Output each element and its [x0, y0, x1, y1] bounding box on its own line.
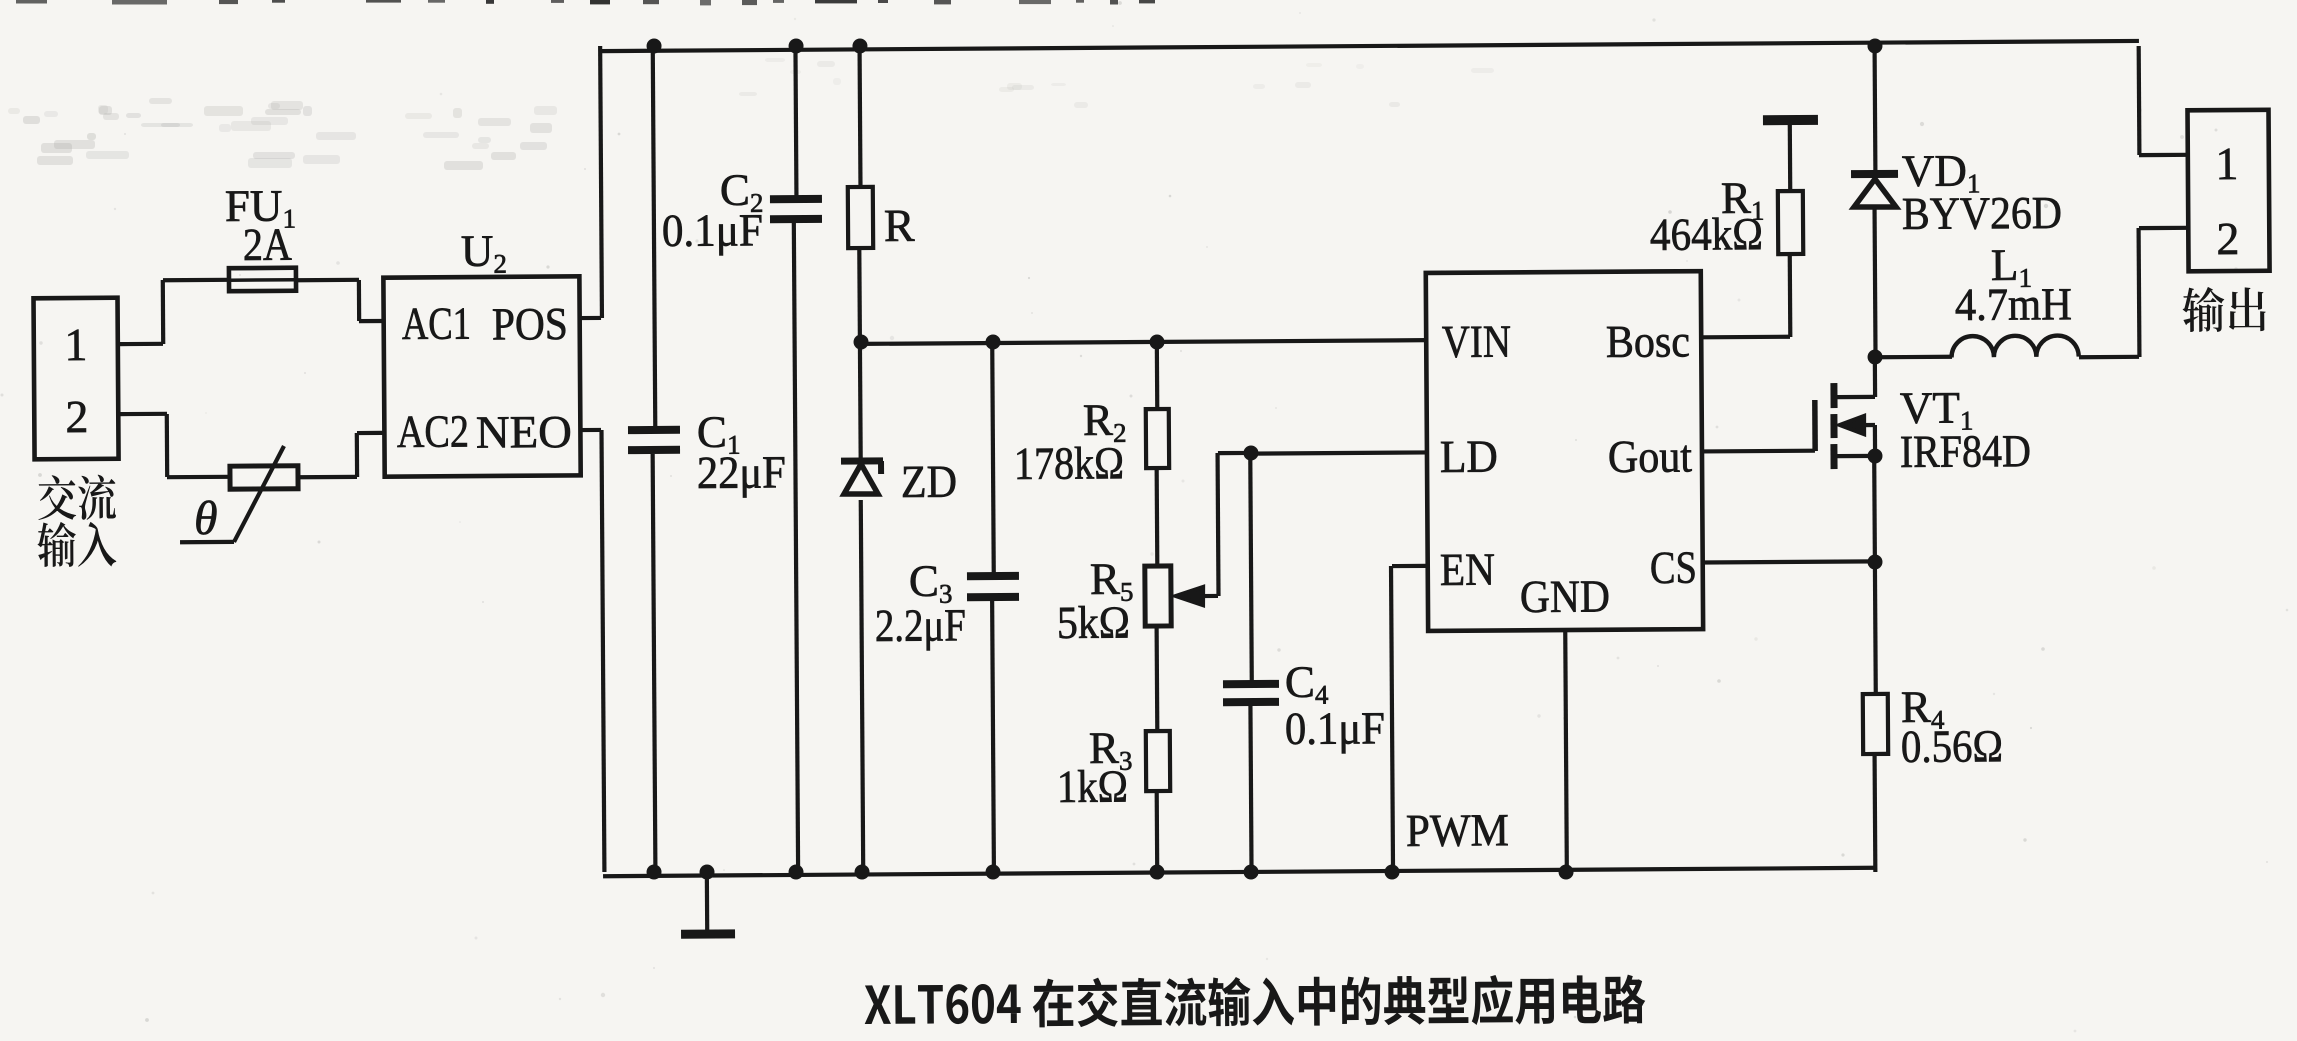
svg-text:0.1μF: 0.1μF — [662, 204, 763, 256]
svg-text:L1​: L1​ — [1991, 240, 2032, 293]
svg-text:1: 1 — [64, 319, 87, 370]
svg-text:U2​: U2​ — [461, 226, 507, 279]
svg-text:22μF: 22μF — [697, 446, 786, 498]
svg-text:2A: 2A — [243, 219, 292, 270]
svg-text:θ: θ — [194, 492, 218, 545]
svg-text:AC2: AC2 — [397, 406, 469, 457]
svg-text:R4​: R4​ — [1901, 682, 1945, 735]
svg-text:C1​: C1​ — [697, 407, 741, 460]
svg-text:BYV26D: BYV26D — [1902, 187, 2062, 239]
svg-text:5kΩ: 5kΩ — [1057, 597, 1130, 648]
svg-text:2: 2 — [2216, 213, 2239, 264]
svg-text:1: 1 — [2215, 138, 2238, 189]
svg-text:1kΩ: 1kΩ — [1057, 761, 1128, 812]
svg-text:464kΩ: 464kΩ — [1650, 208, 1763, 260]
svg-text:2.2μF: 2.2μF — [875, 599, 966, 651]
svg-text:4.7mH: 4.7mH — [1955, 278, 2072, 330]
svg-text:VIN: VIN — [1442, 316, 1511, 367]
svg-text:R: R — [884, 200, 915, 251]
svg-text:0.1μF: 0.1μF — [1285, 702, 1385, 754]
svg-text:LD: LD — [1440, 431, 1498, 482]
svg-text:PWM: PWM — [1406, 804, 1509, 856]
svg-text:EN: EN — [1440, 544, 1495, 595]
svg-text:AC1: AC1 — [402, 298, 471, 349]
svg-text:CS: CS — [1650, 542, 1697, 593]
svg-text:Gout: Gout — [1608, 430, 1693, 482]
svg-text:Bosc: Bosc — [1606, 315, 1690, 367]
svg-text:POS: POS — [492, 298, 568, 350]
svg-text:178kΩ: 178kΩ — [1014, 437, 1124, 489]
svg-text:0.56Ω: 0.56Ω — [1901, 720, 2003, 772]
svg-text:ZD: ZD — [901, 456, 957, 507]
svg-text:2: 2 — [65, 391, 88, 442]
svg-text:VT1​: VT1​ — [1900, 383, 1974, 436]
svg-text:IRF84D: IRF84D — [1900, 425, 2031, 477]
svg-text:GND: GND — [1520, 570, 1610, 622]
svg-text:NEO: NEO — [476, 406, 572, 458]
